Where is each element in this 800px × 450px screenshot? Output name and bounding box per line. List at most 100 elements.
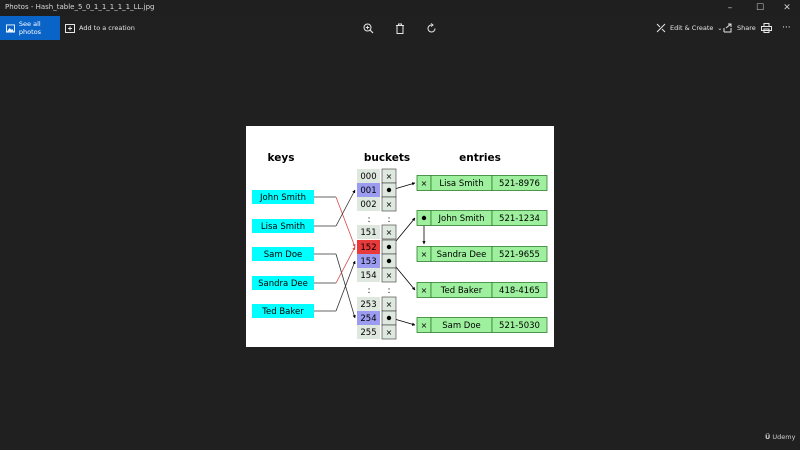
trash-icon: [396, 23, 404, 34]
bucket-index: 255: [360, 328, 376, 338]
bucket-ellipsis-right: :: [387, 286, 390, 296]
entry-phone: 521-9655: [499, 250, 540, 260]
entries-header: entries: [459, 152, 501, 164]
bucket-row: 001: [357, 182, 397, 198]
key-box-bg: [252, 190, 314, 204]
bucket-index-bg: [357, 311, 380, 325]
bucket-index: 152: [360, 243, 376, 253]
bucket-index-bg: [357, 254, 380, 268]
delete-button[interactable]: [395, 16, 405, 40]
keys-header: keys: [268, 152, 295, 164]
pointer-dot: [386, 258, 392, 264]
pointer-dot: [421, 215, 427, 221]
bucket-index: 151: [360, 228, 376, 238]
see-all-photos-label: See all photos: [18, 20, 42, 36]
bucket-index: 002: [360, 200, 376, 210]
pointer-dot: [386, 315, 392, 321]
printer-icon: [761, 23, 772, 33]
bucket-pointer-cell: [381, 324, 397, 340]
entry-phone-cell: [491, 282, 548, 298]
hash-link-john-2: [335, 196, 356, 248]
entry-phone-cell: [491, 317, 548, 333]
bucket-pointer-cell: [381, 224, 397, 240]
key-box-bg: [252, 304, 314, 318]
null-mark: ×: [386, 300, 393, 309]
entry-phone-cell: [491, 175, 548, 191]
entry-phone: 418-4165: [499, 286, 540, 296]
zoom-button[interactable]: [363, 16, 374, 40]
bucket-row: 154×: [357, 267, 397, 283]
rotate-icon: [427, 22, 436, 32]
share-icon: [723, 23, 732, 33]
key-box: Sam Doe: [252, 247, 314, 261]
bucket-index: 000: [360, 172, 376, 182]
add-to-creation-label: Add to a creation: [79, 24, 135, 32]
chevron-down-icon: ⌄: [717, 24, 723, 32]
toolbar: See all photos Add to a creation Edit &: [0, 16, 800, 40]
pointer-dot: [386, 244, 392, 250]
null-mark: ×: [386, 228, 393, 237]
entry-name: Sandra Dee: [437, 250, 487, 260]
see-all-photos-button[interactable]: See all photos: [0, 16, 60, 40]
bucket-index-bg: [357, 169, 380, 183]
entry-phone: 521-5030: [499, 321, 540, 331]
more-icon: ···: [782, 23, 791, 33]
maximize-button[interactable]: ☐: [755, 3, 765, 13]
title-bar: Photos - Hash_table_5_0_1_1_1_1_1_LL.jpg…: [0, 0, 800, 16]
bucket-row: 002 ×: [357, 196, 397, 212]
entry-record: × Sam Doe 521-5030: [416, 317, 548, 333]
entry-name: Sam Doe: [442, 321, 481, 331]
photos-icon: [6, 23, 15, 33]
rotate-button[interactable]: [426, 16, 437, 40]
key-label: Sandra Dee: [258, 279, 308, 289]
edit-create-icon: [656, 23, 666, 33]
bucket-row: 151 ×: [357, 224, 397, 240]
more-options-button[interactable]: ···: [782, 16, 791, 40]
null-mark: ×: [386, 328, 393, 337]
watermark-text: Udemy: [772, 433, 796, 441]
entry-phone-cell: [491, 210, 548, 226]
null-mark: ×: [386, 271, 393, 280]
edit-create-label: Edit & Create: [670, 24, 714, 32]
share-label: Share: [737, 24, 756, 32]
bucket-index: 254: [360, 314, 376, 324]
bucket-index-bg: [357, 197, 380, 211]
bucket-pointer-cell: [381, 267, 397, 283]
print-button[interactable]: [761, 16, 772, 40]
window-title: Photos - Hash_table_5_0_1_1_1_1_1_LL.jpg: [5, 3, 155, 11]
null-mark: ×: [421, 286, 428, 295]
hash-link-sandra-2: [335, 246, 356, 284]
bucket-ellipsis: ::: [367, 215, 390, 225]
bucket-ellipsis-left: :: [367, 215, 370, 225]
bucket-index-bg: [357, 240, 380, 254]
pointer-dot: [386, 187, 392, 193]
share-button[interactable]: Share: [723, 16, 756, 40]
bucket-row: 253×: [357, 296, 397, 312]
bucket-row: 153: [357, 253, 397, 269]
null-mark: ×: [421, 321, 428, 330]
bucket-index-bg: [357, 225, 380, 239]
bucket-index: 153: [360, 257, 376, 267]
key-box-bg: [252, 219, 314, 233]
key-box: Sandra Dee: [252, 276, 314, 290]
add-to-creation-button[interactable]: Add to a creation: [65, 16, 135, 40]
edit-create-button[interactable]: Edit & Create ⌄: [656, 16, 722, 40]
bucket-index-bg: [357, 297, 380, 311]
add-creation-icon: [65, 23, 75, 33]
bucket-index-bg: [357, 325, 380, 339]
key-box: John Smith: [252, 190, 314, 204]
key-label: Lisa Smith: [261, 222, 305, 232]
bucket-ellipsis: ::: [367, 286, 390, 296]
udemy-watermark: Ü Udemy: [765, 433, 795, 441]
bucket-row: 000×: [357, 168, 397, 184]
bucket-index-bg: [357, 268, 380, 282]
minimize-button[interactable]: –: [727, 3, 733, 13]
close-button[interactable]: ✕: [783, 3, 791, 13]
bucket-index: 001: [360, 186, 376, 196]
null-mark: ×: [386, 200, 393, 209]
key-label: Ted Baker: [261, 307, 304, 317]
bucket-ellipsis-right: :: [387, 215, 390, 225]
